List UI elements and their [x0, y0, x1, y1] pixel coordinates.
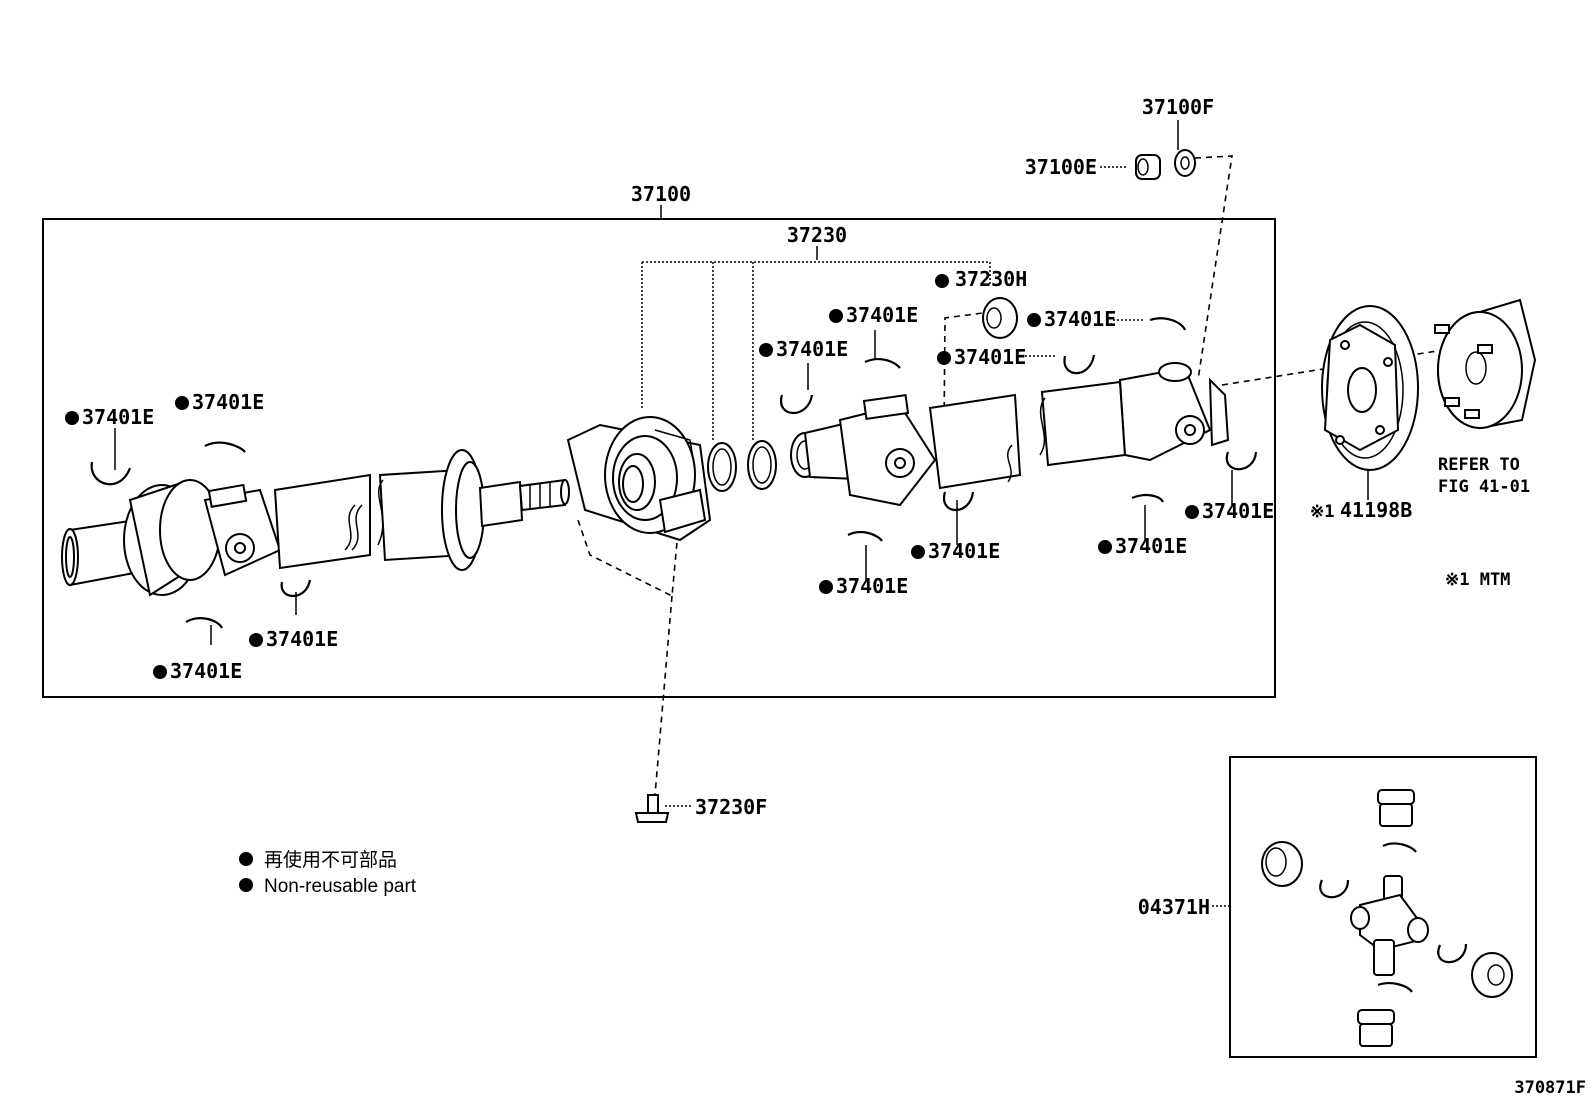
- part-labels: 37100 37230 37100F 37100E 37230H 37230F …: [65, 95, 1586, 1098]
- label-37230H: 37230H: [955, 267, 1027, 291]
- label-37401E-12: 37401E: [1202, 499, 1274, 523]
- legend: 再使用不可部品 Non-reusable part: [239, 849, 417, 897]
- label-37401E-8: 37401E: [1044, 307, 1116, 331]
- front-shaft: [61, 449, 570, 597]
- label-37401E-3: 37401E: [266, 627, 338, 651]
- spider-kit: [1261, 789, 1513, 1047]
- spider-kit-frame: [1229, 756, 1537, 1058]
- refer-fig-label: FIG 41-01: [1438, 477, 1530, 497]
- companion-flange: [1321, 305, 1419, 471]
- bolt: [634, 794, 670, 823]
- refer-to-label: REFER TO: [1438, 455, 1520, 475]
- center-bearing: [566, 416, 712, 542]
- bearing-cushion: [982, 297, 1018, 339]
- label-37401E-5: 37401E: [776, 337, 848, 361]
- label-37401E-10: 37401E: [836, 574, 908, 598]
- seal-rings: [707, 440, 777, 492]
- label-37401E-7: 37401E: [954, 345, 1026, 369]
- label-37100F: 37100F: [1142, 95, 1214, 119]
- label-37100E: 37100E: [1025, 155, 1097, 179]
- legend-jp: 再使用不可部品: [264, 849, 397, 871]
- label-37230: 37230: [787, 223, 847, 247]
- legend-en: Non-reusable part: [264, 876, 417, 897]
- label-37401E-11: 37401E: [1115, 534, 1187, 558]
- assembly-dashed-lines: [577, 155, 1476, 796]
- label-37401E-6: 37401E: [846, 303, 918, 327]
- rear-shaft: [790, 362, 1230, 507]
- snap-rings: [90, 317, 1258, 629]
- assembly-frame: [42, 218, 1276, 698]
- document-id: 370871F: [1514, 1078, 1586, 1098]
- label-37401E-1: 37401E: [82, 405, 154, 429]
- label-37401E-2: 37401E: [192, 390, 264, 414]
- label-41198B: 41198B: [1340, 498, 1412, 522]
- differential-flange: [1434, 298, 1537, 430]
- mtm-note: ※1 MTM: [1445, 570, 1510, 590]
- label-41198B-prefix: ※1: [1310, 502, 1334, 522]
- nut-washer: [1135, 149, 1196, 180]
- label-04371H: 04371H: [1138, 895, 1210, 919]
- label-37230F: 37230F: [695, 795, 767, 819]
- label-37100: 37100: [631, 182, 691, 206]
- label-37401E-4: 37401E: [170, 659, 242, 683]
- label-37401E-9: 37401E: [928, 539, 1000, 563]
